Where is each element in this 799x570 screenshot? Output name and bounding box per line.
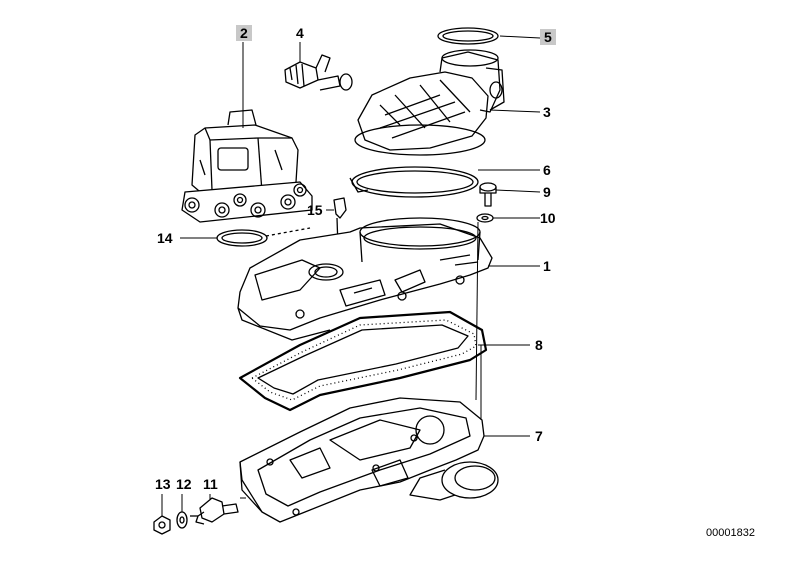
part-10-washer — [476, 213, 494, 223]
part-15-plug — [333, 197, 347, 249]
callout-13: 13 — [155, 476, 171, 492]
callout-2: 2 — [236, 25, 252, 41]
callout-10: 10 — [540, 210, 556, 226]
part-11-sensor — [190, 497, 239, 525]
part-12-washer — [176, 511, 188, 529]
part-6-hose-clamp — [349, 166, 479, 198]
part-4-connector-fitting — [284, 54, 353, 91]
callout-1: 1 — [543, 258, 551, 274]
part-1-upper-housing — [237, 217, 493, 341]
callout-14: 14 — [157, 230, 173, 246]
callout-6: 6 — [543, 162, 551, 178]
part-7-lower-plenum — [239, 397, 499, 523]
part-13-nut — [153, 515, 171, 535]
part-9-screw — [479, 182, 497, 207]
callout-9: 9 — [543, 184, 551, 200]
callout-7: 7 — [535, 428, 543, 444]
callout-8: 8 — [535, 337, 543, 353]
callout-12: 12 — [176, 476, 192, 492]
part-3-throttle-housing — [354, 49, 505, 156]
callout-4: 4 — [296, 25, 304, 41]
callout-15: 15 — [307, 202, 323, 218]
callout-5: 5 — [540, 29, 556, 45]
part-2-metering-unit — [181, 109, 313, 223]
part-14-o-ring — [216, 227, 311, 247]
part-8-gasket — [238, 310, 488, 412]
part-5-ring — [437, 27, 499, 45]
leader-lines — [161, 35, 541, 516]
callout-3: 3 — [543, 104, 551, 120]
callout-11: 11 — [203, 476, 218, 492]
reference-number: 00001832 — [706, 527, 755, 539]
